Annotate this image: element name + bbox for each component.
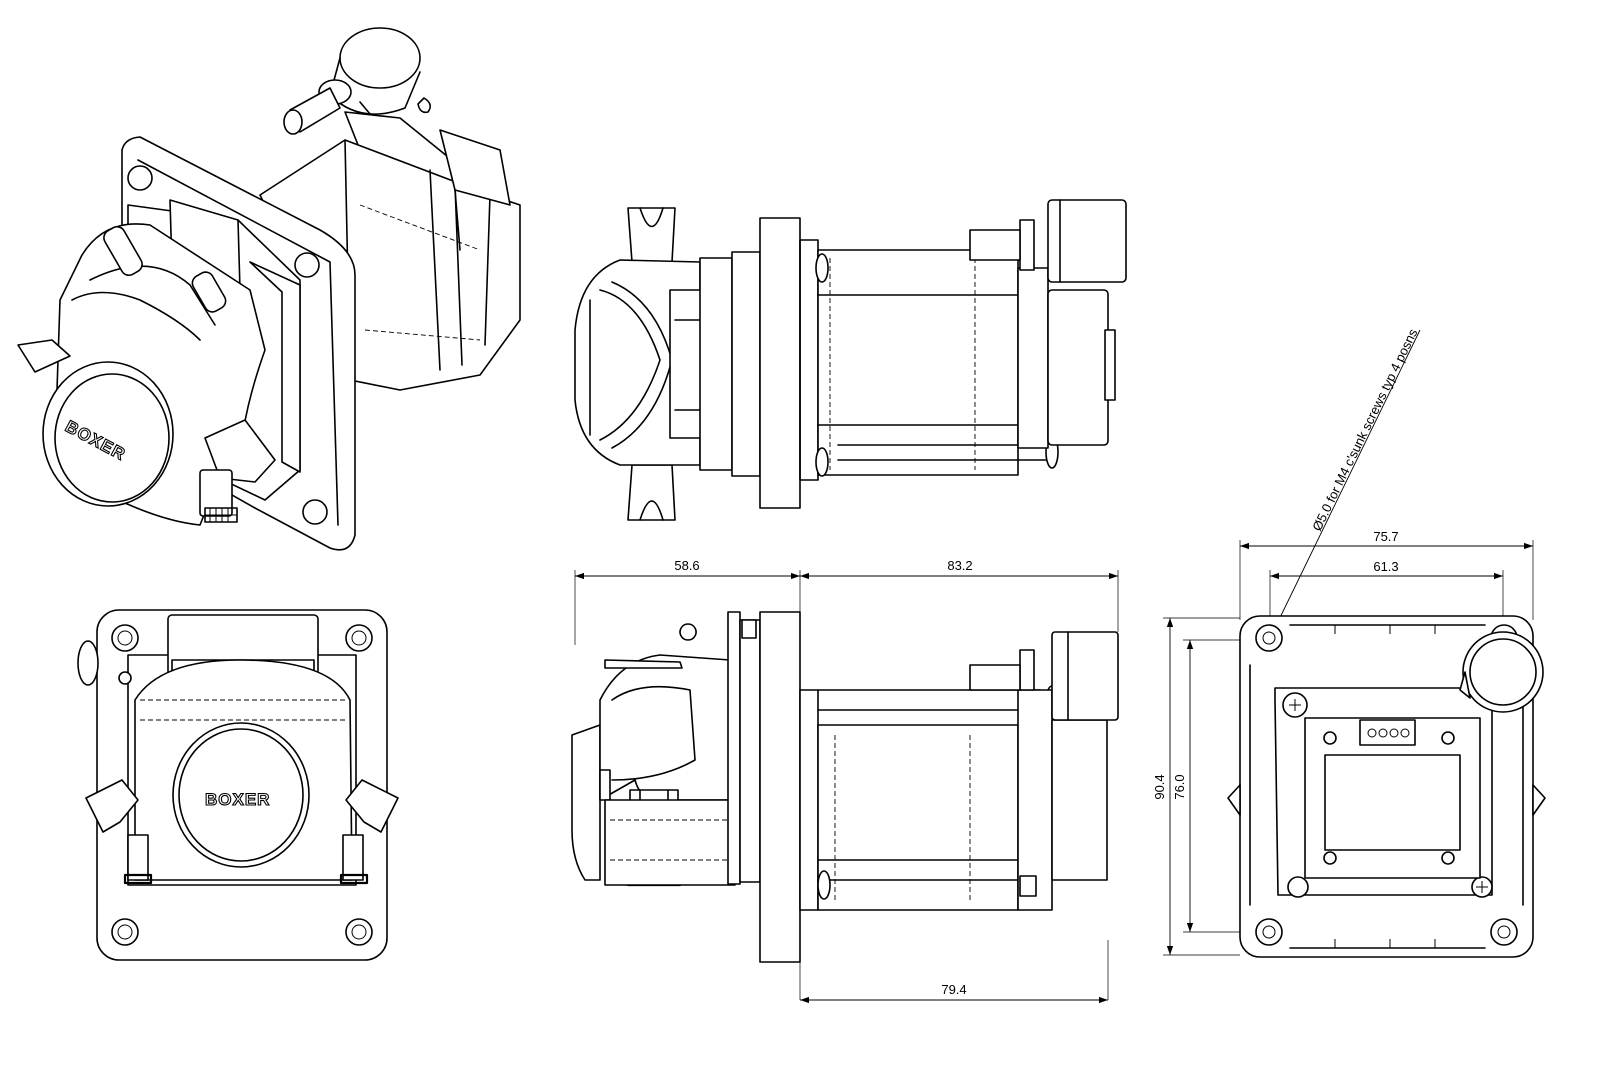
potentiometer-rear xyxy=(1462,631,1544,713)
pulley-bottom xyxy=(627,464,676,521)
rear-view: 75.7 61.3 90.4 76.0 Ø5.0 for M4 c'sunk s… xyxy=(1152,326,1546,958)
isometric-view: BOXER xyxy=(17,27,521,551)
front-view: BOXER xyxy=(77,609,399,961)
brand-logo-front: BOXER xyxy=(205,790,270,809)
pulley-top xyxy=(627,207,676,263)
motor-side-bottom xyxy=(817,724,1019,911)
dim-motor-length: 83.2 xyxy=(947,558,972,573)
dim-hole-spacing-y: 76.0 xyxy=(1172,774,1187,799)
side-view-top xyxy=(574,199,1127,521)
dim-hole-spacing-x: 61.3 xyxy=(1373,559,1398,574)
pump-head-iso: BOXER xyxy=(17,199,301,526)
flange-side-bottom xyxy=(759,611,801,963)
flange-side xyxy=(759,217,801,509)
dim-overall-height: 90.4 xyxy=(1152,774,1167,799)
dim-front-length: 58.6 xyxy=(674,558,699,573)
side-view-bottom: 58.6 83.2 79.4 xyxy=(571,558,1119,1004)
hole-callout-leader xyxy=(1271,329,1421,635)
dim-overall-width: 75.7 xyxy=(1373,529,1398,544)
hole-callout-note: Ø5.0 for M4 c'sunk screws typ 4 posns xyxy=(1309,326,1420,533)
dim-motor-body-length: 79.4 xyxy=(941,982,966,997)
motor-side xyxy=(817,249,1019,476)
